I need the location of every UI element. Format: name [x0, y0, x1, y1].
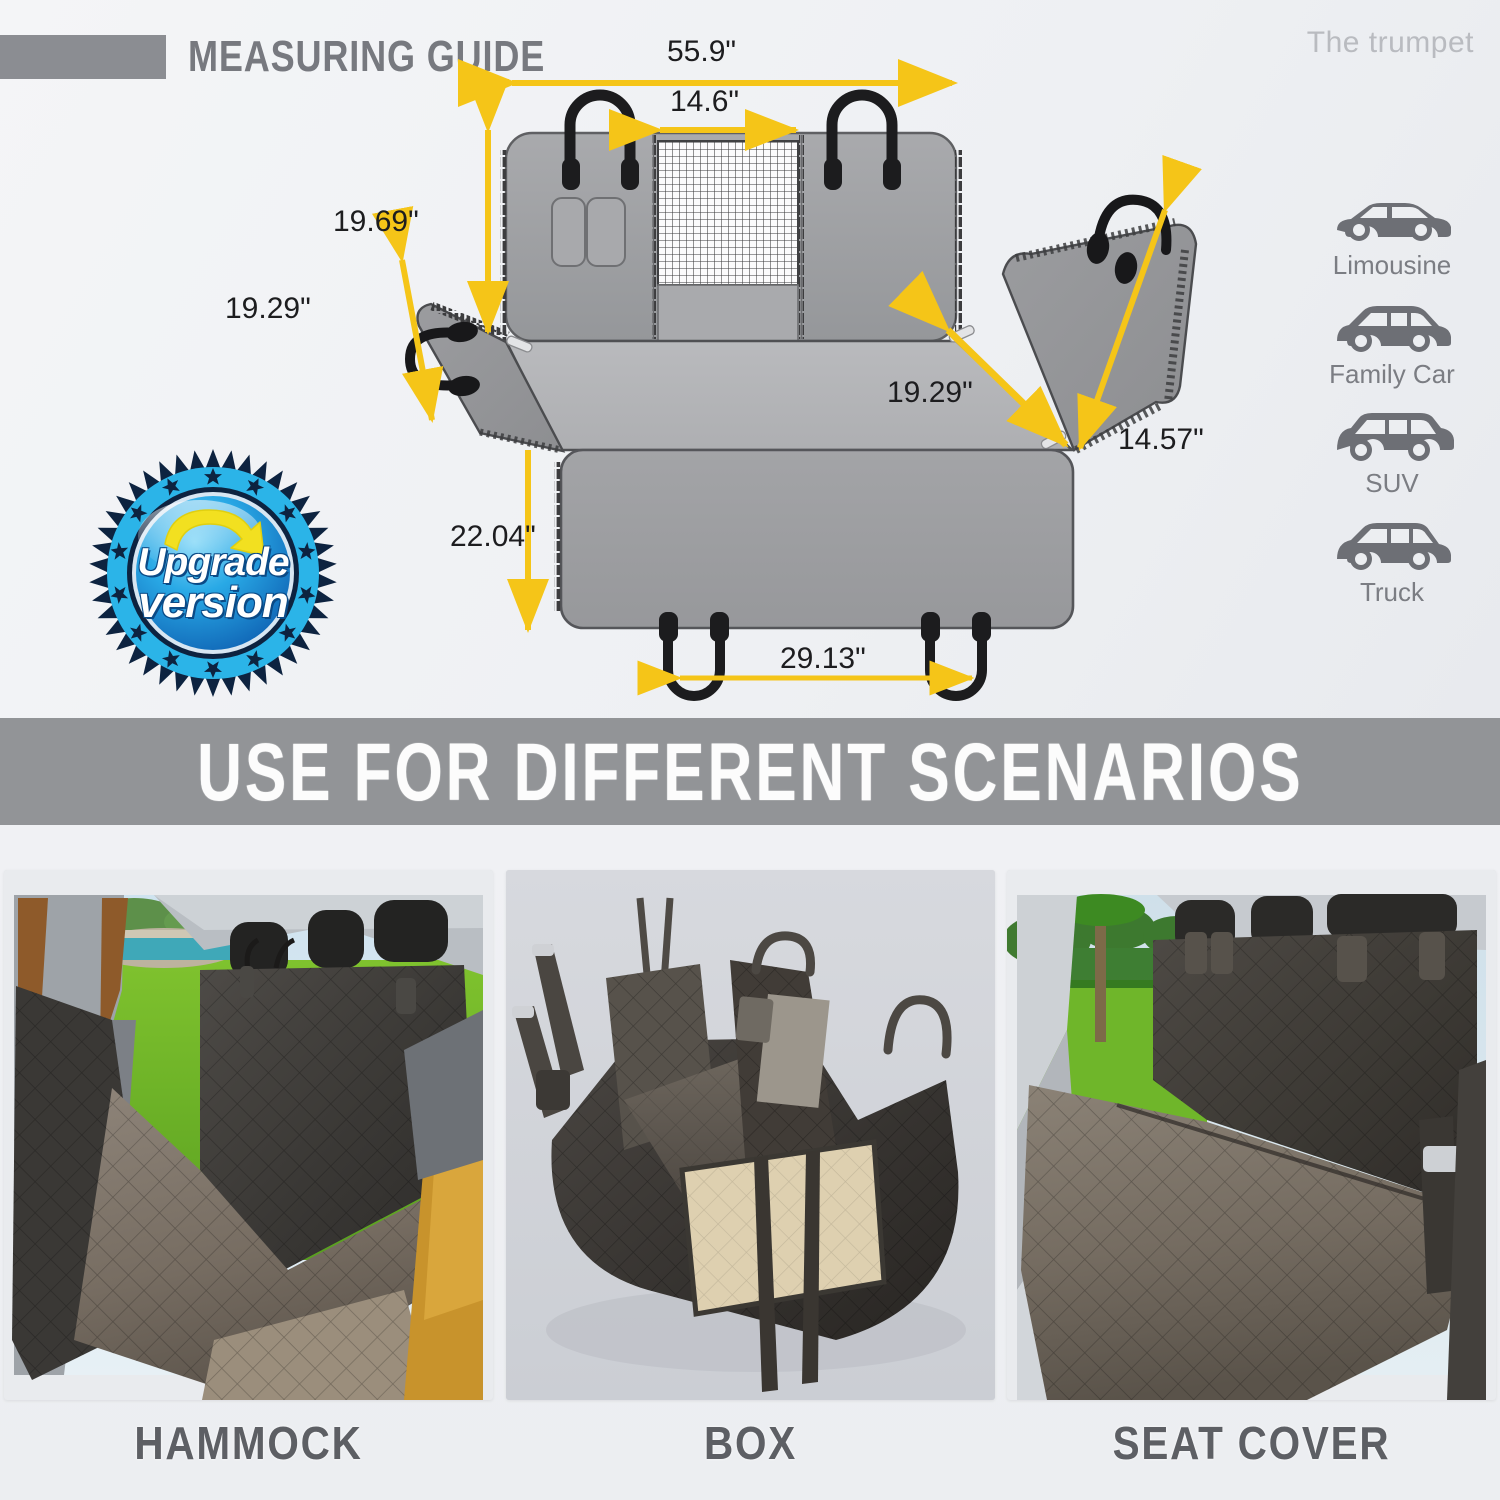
photo-box — [505, 870, 995, 1400]
photo-hammock-svg — [4, 870, 493, 1400]
hanging-straps — [636, 897, 673, 986]
vehicle-item-truck: Truck — [1302, 517, 1482, 608]
handle-loops — [751, 931, 951, 1059]
zipper-pull-left — [506, 335, 533, 353]
limousine-icon — [1337, 203, 1451, 241]
headrests — [230, 900, 448, 978]
dim-right-flap-width: 14.57" — [1118, 423, 1204, 456]
vehicle-types-list: Limousine Family Car SUV — [1302, 190, 1482, 626]
gallery-caption-hammock: HAMMOCK — [134, 1417, 363, 1469]
photo-seat-cover-svg — [1007, 870, 1496, 1400]
measurement-diagram: 55.9" 14.6" 19.69" 19.29" 19.29" 14.57" … — [225, 30, 1260, 710]
photo-hammock — [4, 870, 493, 1400]
front-drop-panel — [554, 448, 1075, 630]
long-straps — [753, 1150, 820, 1392]
seat-pockets — [551, 197, 626, 267]
dimension-arrows — [371, 59, 1202, 696]
photo-box-svg — [505, 870, 995, 1400]
anchor-tabs — [1185, 932, 1445, 982]
vehicle-label-truck: Truck — [1359, 577, 1425, 607]
arrow-right-flap-width — [1077, 154, 1202, 451]
strap-clips — [562, 158, 901, 190]
mesh-window — [657, 140, 799, 286]
dim-mesh-window: 14.6" — [670, 85, 740, 118]
gallery-card-seat-cover: SEAT COVER — [1007, 870, 1496, 1470]
vehicle-item-family-car: Family Car — [1302, 299, 1482, 390]
truck-icon — [1337, 523, 1451, 570]
scenarios-banner-text: USE FOR DIFFERENT SCENARIOS — [196, 725, 1304, 818]
header-swatch — [0, 35, 166, 79]
measuring-guide-section: MEASURING GUIDE The trumpet — [0, 0, 1500, 718]
gallery-card-hammock: HAMMOCK — [4, 870, 493, 1470]
vehicle-item-limousine: Limousine — [1302, 190, 1482, 281]
scenarios-banner: USE FOR DIFFERENT SCENARIOS — [0, 718, 1500, 825]
dim-strap-spacing: 29.13" — [780, 642, 866, 675]
vehicle-item-suv: SUV — [1302, 408, 1482, 499]
upgrade-version-badge: Upgrade version — [72, 448, 354, 698]
dim-left-flap: 19.29" — [225, 292, 311, 325]
side-straps — [511, 944, 584, 1118]
scenarios-gallery: HAMMOCK — [0, 825, 1500, 1500]
backrest-panel — [500, 131, 962, 343]
diagram-svg — [371, 59, 1202, 701]
dim-right-depth: 19.29" — [887, 376, 973, 409]
dim-backrest-height: 19.69" — [333, 205, 419, 238]
dim-top-width: 55.9" — [667, 35, 737, 68]
arrow-left-flap — [371, 206, 444, 423]
badge-arrow-icon — [164, 509, 265, 557]
brand-name: The trumpet — [1306, 26, 1474, 59]
gallery-caption-seat-cover: SEAT COVER — [1112, 1417, 1391, 1469]
dim-front-drop: 22.04" — [450, 520, 536, 553]
gallery-card-box: BOX — [505, 870, 995, 1470]
gallery-caption-box: BOX — [703, 1417, 797, 1469]
suv-icon — [1337, 413, 1454, 461]
vehicle-label-suv: SUV — [1365, 468, 1419, 498]
seat-panel — [503, 339, 1076, 452]
vehicle-label-family-car: Family Car — [1329, 359, 1455, 389]
family-car-icon — [1337, 306, 1451, 352]
vehicle-label-limousine: Limousine — [1332, 250, 1452, 280]
arrow-right-depth — [888, 270, 1069, 448]
photo-seat-cover — [1007, 870, 1496, 1400]
badge-svg — [89, 449, 337, 697]
bottom-strap-clips — [659, 612, 991, 642]
